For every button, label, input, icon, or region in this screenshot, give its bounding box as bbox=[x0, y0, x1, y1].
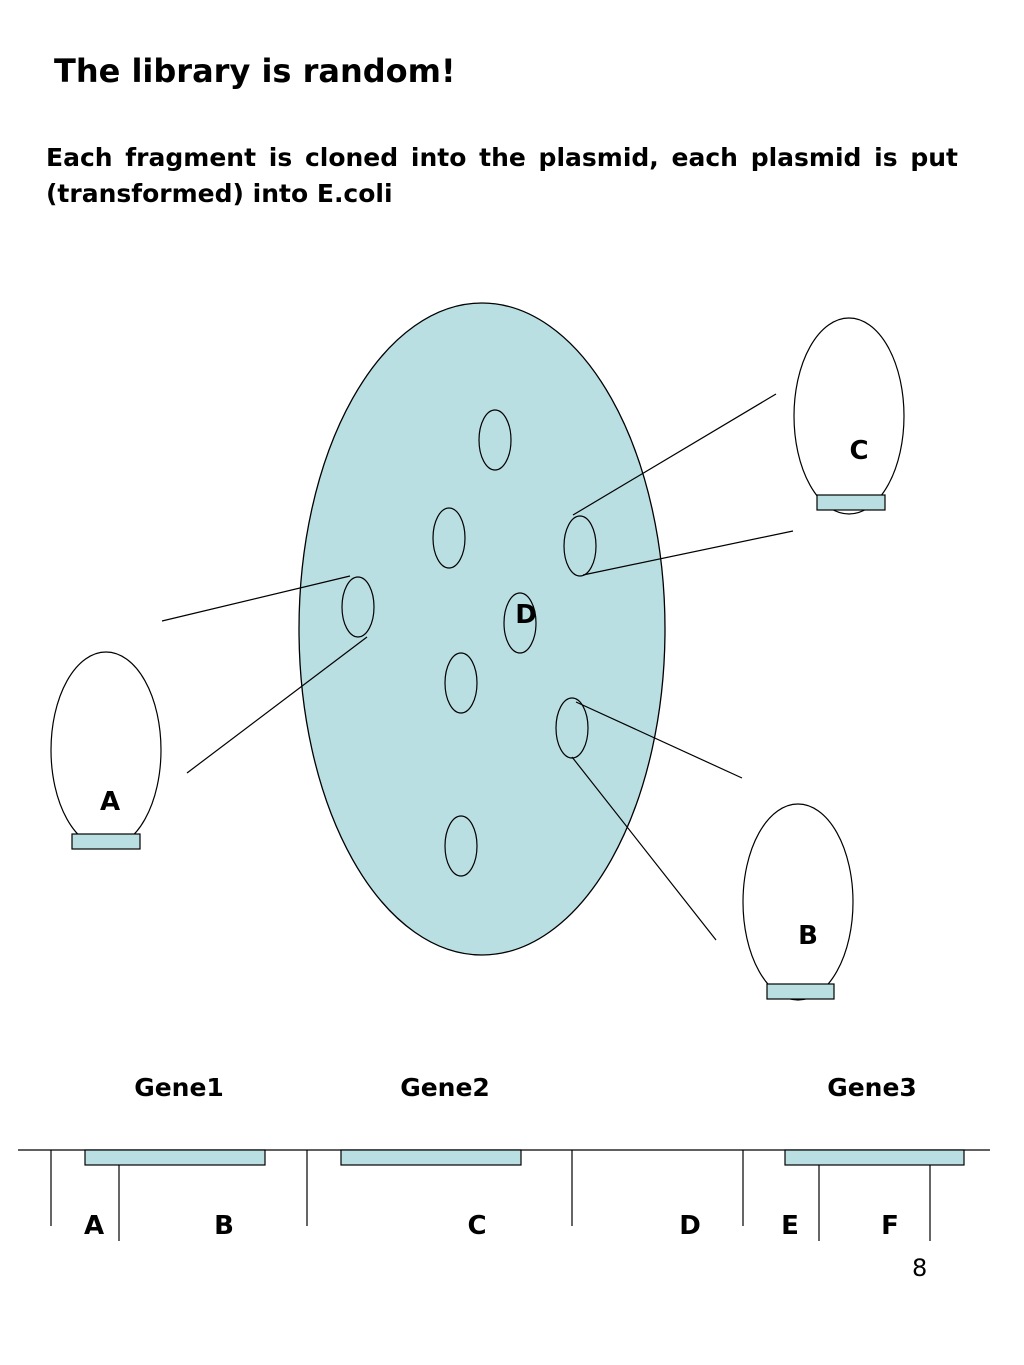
fragment-label-f: F bbox=[881, 1211, 899, 1241]
slide-subtitle: Each fragment is cloned into the plasmid… bbox=[46, 143, 958, 208]
fragment-label-c: C bbox=[467, 1211, 486, 1241]
page-number: 8 bbox=[912, 1254, 928, 1282]
pointer-line bbox=[571, 756, 717, 941]
colony bbox=[444, 815, 478, 877]
tube-cap bbox=[71, 833, 141, 850]
pointer-line bbox=[582, 530, 794, 576]
culture-tube-b: B bbox=[742, 803, 854, 1001]
tube-body bbox=[793, 317, 905, 515]
pointer-line bbox=[575, 701, 743, 779]
fragment-label-d: D bbox=[679, 1211, 701, 1241]
tube-label-c: C bbox=[849, 436, 868, 466]
tube-body bbox=[742, 803, 854, 1001]
tube-body bbox=[50, 651, 162, 849]
restriction-sites bbox=[50, 1150, 931, 1241]
colony bbox=[444, 652, 478, 714]
gene-bar bbox=[784, 1149, 965, 1166]
tube-label-b: B bbox=[798, 921, 818, 951]
gene-label-1: Gene1 bbox=[134, 1073, 224, 1102]
pointer-line bbox=[572, 393, 777, 516]
colony-label-d: D bbox=[515, 600, 537, 630]
fragment-label-e: E bbox=[781, 1211, 799, 1241]
colony bbox=[503, 592, 537, 654]
gene-bar bbox=[84, 1149, 266, 1166]
colony bbox=[555, 697, 589, 759]
pointer-line bbox=[161, 575, 351, 622]
tube-label-a: A bbox=[100, 787, 120, 817]
tube-cap bbox=[816, 494, 886, 511]
pointer-lines bbox=[161, 393, 794, 941]
gene-label-3: Gene3 bbox=[827, 1073, 917, 1102]
pointer-line bbox=[186, 636, 368, 774]
fragment-label-a: A bbox=[84, 1211, 104, 1241]
colony bbox=[432, 507, 466, 569]
culture-tube-c: C bbox=[793, 317, 905, 515]
fragment-label-b: B bbox=[214, 1211, 234, 1241]
colony bbox=[563, 515, 597, 577]
slide-title: The library is random! bbox=[54, 52, 456, 90]
gene-bar bbox=[340, 1149, 522, 1166]
colony bbox=[341, 576, 375, 638]
gene-label-2: Gene2 bbox=[400, 1073, 490, 1102]
tube-cap bbox=[766, 983, 835, 1000]
plate-ellipse bbox=[298, 302, 666, 956]
petri-plate: D bbox=[298, 302, 666, 956]
genome-map: Gene1 Gene2 Gene3 A B C D E F bbox=[18, 1073, 990, 1241]
colony bbox=[478, 409, 512, 471]
culture-tube-a: A bbox=[50, 651, 162, 850]
